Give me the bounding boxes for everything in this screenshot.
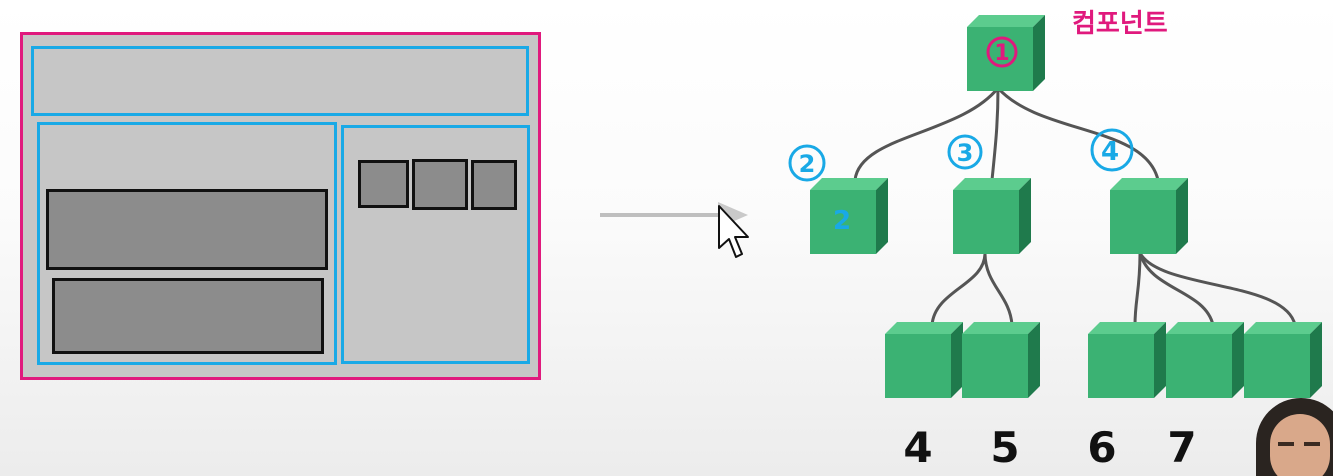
- cube-node-3: [953, 178, 1031, 254]
- edge-4-7: [1138, 252, 1215, 326]
- edge-1-4: [996, 86, 1160, 181]
- cube-node-4: [1110, 178, 1188, 254]
- content-block-1: [46, 189, 328, 270]
- content-block-2: [52, 278, 324, 354]
- leaf-number-7: 7: [1167, 423, 1196, 472]
- header-region: [31, 46, 529, 116]
- edge-1-3: [990, 87, 1000, 181]
- edge-3-5b: [983, 252, 1014, 326]
- cube-leaf-1: [885, 322, 963, 398]
- cube-leaf-5: [1244, 322, 1322, 398]
- mouse-cursor-icon: [718, 205, 749, 258]
- small-box-1: [358, 160, 409, 208]
- leaf-number-6: 6: [1087, 423, 1116, 472]
- node-number-4: 4: [1101, 137, 1119, 167]
- cube-leaf-4: [1166, 322, 1244, 398]
- edge-3-5a: [930, 252, 987, 326]
- circle-marker-3: [947, 134, 983, 170]
- cube-leaf-3: [1088, 322, 1166, 398]
- edge-4-6: [1133, 252, 1142, 326]
- leaf-number-5: 5: [990, 423, 1019, 472]
- node-number-3: 3: [957, 139, 974, 167]
- circle-marker-1: [986, 36, 1018, 68]
- node-number-2: 2: [799, 150, 816, 178]
- edge-4-8: [1138, 252, 1297, 326]
- cube-leaf-2: [962, 322, 1040, 398]
- small-box-3: [471, 160, 517, 210]
- small-box-2: [412, 159, 468, 210]
- circle-marker-2: [788, 144, 826, 182]
- leaf-number-4: 4: [903, 423, 932, 472]
- node-number-1: 1: [994, 41, 1009, 66]
- circle-marker-4: [1090, 128, 1134, 172]
- component-label: 컴포넌트: [1072, 9, 1168, 39]
- presenter-avatar: [1248, 398, 1333, 476]
- node-2-inner-number: 2: [833, 206, 851, 236]
- edge-1-2: [853, 87, 1000, 181]
